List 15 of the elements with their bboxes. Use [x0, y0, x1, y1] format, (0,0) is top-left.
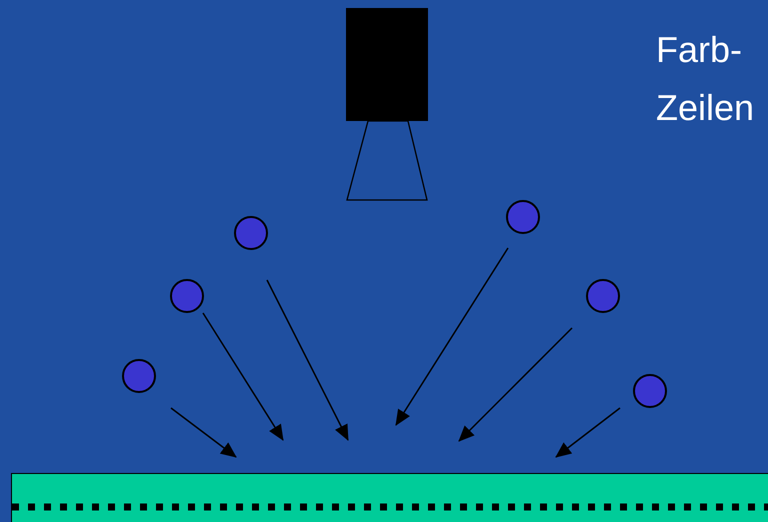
light-source-circle: [234, 216, 268, 250]
camera-label: Zeilen: [656, 90, 754, 126]
light-ray-arrow: [170, 407, 237, 458]
light-ray-arrow: [555, 407, 620, 458]
camera-label: Farb-: [656, 32, 742, 68]
light-source-circle: [633, 374, 667, 408]
conveyor-belt: [11, 473, 768, 522]
light-source-circle: [586, 279, 620, 313]
light-ray-arrow: [458, 327, 573, 442]
light-ray-arrow: [266, 280, 349, 441]
light-ray-arrow: [202, 312, 284, 441]
light-source-circle: [122, 359, 156, 393]
light-source-circle: [170, 279, 204, 313]
light-source-circle: [506, 200, 540, 234]
light-ray-arrow: [395, 248, 509, 426]
